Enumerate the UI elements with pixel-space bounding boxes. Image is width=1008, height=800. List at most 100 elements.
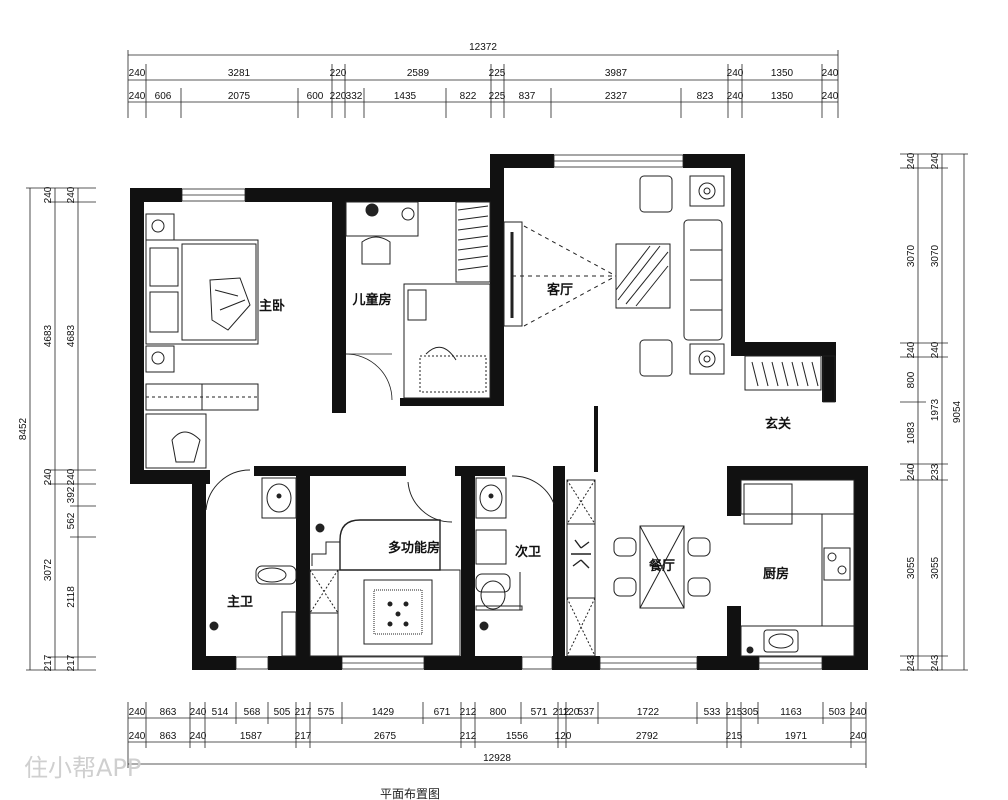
kids-wardrobe [455, 201, 491, 283]
svg-text:3281: 3281 [228, 68, 251, 79]
second-bath-furniture [475, 475, 555, 631]
svg-text:568: 568 [244, 707, 261, 718]
svg-text:240: 240 [930, 341, 941, 358]
svg-text:1587: 1587 [240, 731, 263, 742]
svg-text:240: 240 [727, 68, 744, 79]
svg-text:240: 240 [43, 468, 54, 485]
svg-text:240: 240 [66, 468, 77, 485]
label-kitchen: 厨房 [763, 566, 789, 582]
svg-text:2075: 2075 [228, 91, 251, 102]
bottom-dimension-labels: 240 863 240 514 568 505 217 575 1429 671… [129, 707, 867, 764]
svg-text:233: 233 [930, 463, 941, 480]
label-multi-room: 多功能房 [388, 540, 440, 556]
label-entrance: 玄关 [765, 416, 791, 432]
svg-text:240: 240 [930, 152, 941, 169]
svg-text:2792: 2792 [636, 731, 659, 742]
svg-text:503: 503 [829, 707, 846, 718]
svg-text:3072: 3072 [43, 558, 54, 581]
shoe-cabinet [744, 355, 822, 391]
svg-text:240: 240 [906, 341, 917, 358]
svg-text:1435: 1435 [394, 91, 417, 102]
walls [130, 154, 868, 670]
svg-text:240: 240 [129, 731, 146, 742]
right-total-dim: 9054 [952, 400, 963, 423]
master-bedroom-furniture [145, 213, 259, 469]
svg-text:332: 332 [346, 91, 363, 102]
svg-text:240: 240 [129, 68, 146, 79]
svg-text:3070: 3070 [906, 244, 917, 267]
svg-text:220: 220 [330, 91, 347, 102]
top-dimension-lines [127, 50, 839, 118]
svg-text:1722: 1722 [637, 707, 660, 718]
svg-text:212: 212 [460, 731, 477, 742]
bottom-dimension-lines [127, 702, 867, 768]
svg-text:514: 514 [212, 707, 229, 718]
svg-text:212: 212 [553, 707, 570, 718]
svg-text:505: 505 [274, 707, 291, 718]
svg-text:2327: 2327 [605, 91, 628, 102]
svg-text:2118: 2118 [66, 586, 77, 608]
left-dimension-lines [26, 187, 96, 671]
svg-text:240: 240 [850, 707, 867, 718]
svg-text:240: 240 [727, 91, 744, 102]
kitchen-furniture [740, 479, 855, 657]
label-master-bath: 主卫 [227, 594, 253, 610]
svg-text:1556: 1556 [506, 731, 529, 742]
svg-text:215: 215 [726, 707, 743, 718]
plan-caption: 平面布置图 [380, 787, 440, 800]
coffee-table [615, 243, 671, 309]
svg-text:217: 217 [43, 654, 54, 671]
svg-text:3055: 3055 [906, 556, 917, 579]
svg-text:1350: 1350 [771, 91, 794, 102]
svg-text:3070: 3070 [930, 244, 941, 267]
svg-text:537: 537 [578, 707, 595, 718]
svg-text:1350: 1350 [771, 68, 794, 79]
svg-text:3055: 3055 [930, 556, 941, 579]
svg-text:240: 240 [822, 68, 839, 79]
desk [145, 413, 207, 469]
top-total-dim: 12372 [469, 42, 497, 53]
master-bath-furniture [205, 469, 297, 657]
svg-text:120: 120 [555, 731, 572, 742]
windows [181, 154, 836, 670]
svg-text:4683: 4683 [43, 324, 54, 347]
svg-text:243: 243 [906, 654, 917, 671]
dining-table [639, 525, 685, 609]
svg-text:240: 240 [906, 463, 917, 480]
right-dimension-labels: 240 3070 240 800 1083 240 3055 243 240 3… [906, 152, 963, 671]
svg-text:240: 240 [822, 91, 839, 102]
svg-text:4683: 4683 [66, 324, 77, 347]
left-dimension-labels: 8452 240 4683 240 3072 217 240 4683 240 … [18, 186, 77, 671]
svg-text:240: 240 [129, 707, 146, 718]
svg-text:863: 863 [160, 707, 177, 718]
svg-text:1429: 1429 [372, 707, 395, 718]
svg-text:1973: 1973 [930, 398, 941, 421]
svg-text:392: 392 [66, 486, 77, 503]
svg-text:217: 217 [295, 731, 312, 742]
svg-text:240: 240 [129, 91, 146, 102]
svg-text:533: 533 [704, 707, 721, 718]
svg-text:240: 240 [190, 731, 207, 742]
svg-text:3987: 3987 [605, 68, 628, 79]
right-dimension-lines [900, 153, 968, 671]
label-kids-room: 儿童房 [351, 292, 391, 308]
svg-text:837: 837 [519, 91, 536, 102]
label-master-bedroom: 主卧 [259, 298, 285, 314]
svg-text:606: 606 [155, 91, 172, 102]
svg-text:2589: 2589 [407, 68, 430, 79]
armchair-top [639, 175, 673, 213]
svg-text:822: 822 [460, 91, 477, 102]
svg-text:217: 217 [295, 707, 312, 718]
multi-room-furniture [309, 481, 461, 657]
label-second-bath: 次卫 [515, 544, 541, 560]
svg-text:220: 220 [330, 68, 347, 79]
svg-text:217: 217 [66, 654, 77, 671]
svg-text:225: 225 [489, 68, 506, 79]
svg-text:305: 305 [742, 707, 759, 718]
dining-furniture [566, 479, 711, 657]
svg-text:225: 225 [489, 91, 506, 102]
living-room-furniture [503, 175, 822, 391]
svg-text:562: 562 [66, 512, 77, 529]
label-living-room: 客厅 [547, 282, 573, 298]
